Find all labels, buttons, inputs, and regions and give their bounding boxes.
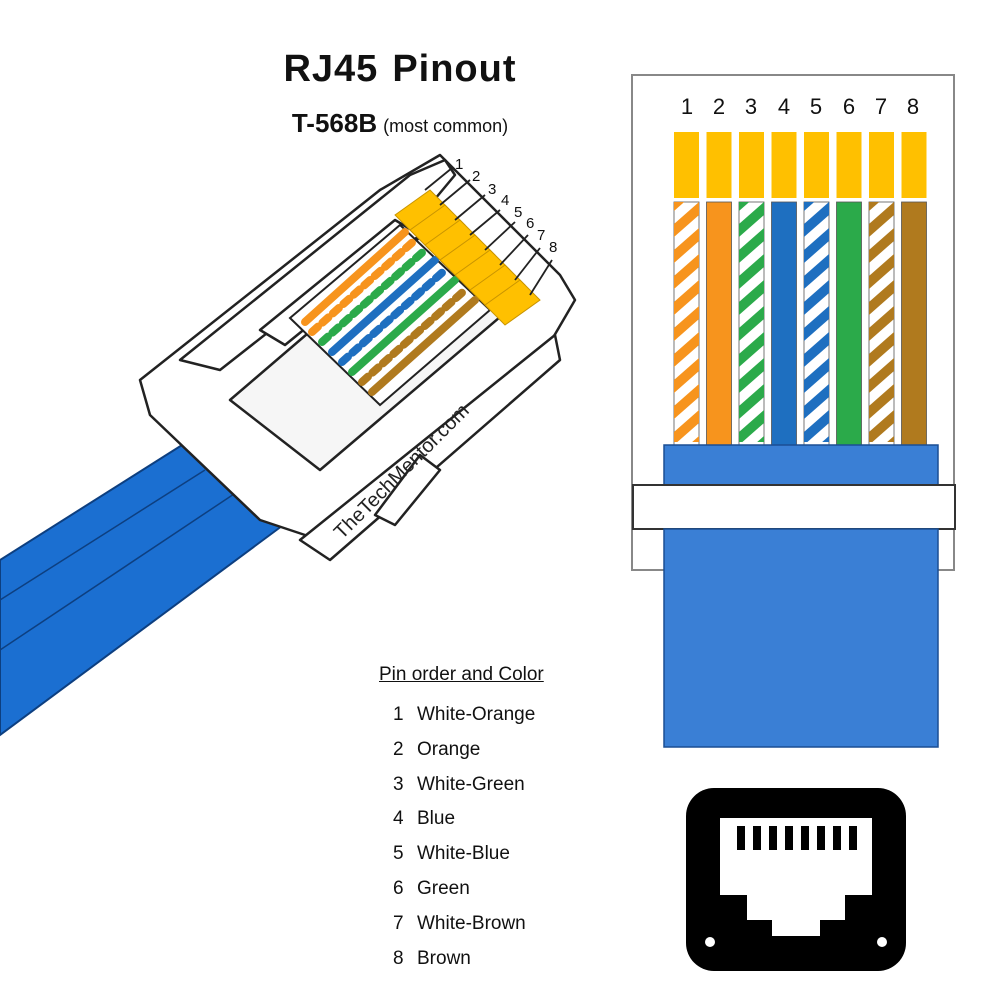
contact-3 — [739, 132, 764, 198]
front-pin-number: 6 — [842, 94, 856, 119]
page-subtitle: T-568B(most common) — [250, 108, 550, 139]
plug-pin-number: 2 — [472, 168, 481, 185]
legend-title: Pin order and Color — [379, 664, 544, 685]
contact-2 — [706, 132, 732, 198]
cable-strain-relief — [632, 484, 956, 530]
standard-label: T-568B — [291, 108, 378, 138]
wire-1 — [673, 201, 700, 446]
contact-7 — [869, 132, 894, 198]
plug-wires — [301, 228, 479, 396]
connector-wires — [673, 132, 927, 446]
plug-contacts — [394, 189, 541, 326]
standard-note: (most common) — [383, 116, 509, 136]
rj45-front-view — [631, 74, 956, 748]
plug-pin-number: 7 — [537, 227, 546, 244]
page-title: RJ45 Pinout — [240, 48, 560, 91]
plug-pin-number: 8 — [549, 239, 558, 256]
contact-8 — [901, 132, 927, 198]
wire-6 — [836, 201, 862, 446]
contact-5 — [804, 132, 829, 198]
cable-jacket — [663, 528, 939, 748]
title-word-rj45: RJ45 — [283, 48, 379, 90]
front-pin-number: 4 — [777, 94, 791, 119]
contact-4 — [771, 132, 797, 198]
wire-7 — [868, 201, 895, 446]
front-pin-number: 5 — [809, 94, 823, 119]
cable-jacket-upper — [663, 444, 939, 491]
wire-8 — [901, 201, 927, 446]
contact-6 — [836, 132, 862, 198]
plug-pin-number: 3 — [488, 181, 497, 198]
title-word-pinout: Pinout — [392, 48, 517, 90]
front-pin-number: 1 — [680, 94, 694, 119]
contact-1 — [674, 132, 699, 198]
ethernet-port-icon — [686, 788, 906, 971]
plug-pin-number: 1 — [455, 156, 464, 173]
wire-5 — [803, 201, 830, 446]
wire-3 — [738, 201, 765, 446]
front-pin-number: 2 — [712, 94, 726, 119]
wire-4 — [771, 201, 797, 446]
front-pin-number: 3 — [744, 94, 758, 119]
plug-pin-number: 4 — [501, 192, 510, 209]
plug-pin-number: 5 — [514, 204, 523, 221]
front-pin-number: 7 — [874, 94, 888, 119]
plug-pin-number: 6 — [526, 215, 535, 232]
front-pin-number: 8 — [906, 94, 920, 119]
wire-2 — [706, 201, 732, 446]
rj45-plug-illustration — [0, 153, 577, 737]
